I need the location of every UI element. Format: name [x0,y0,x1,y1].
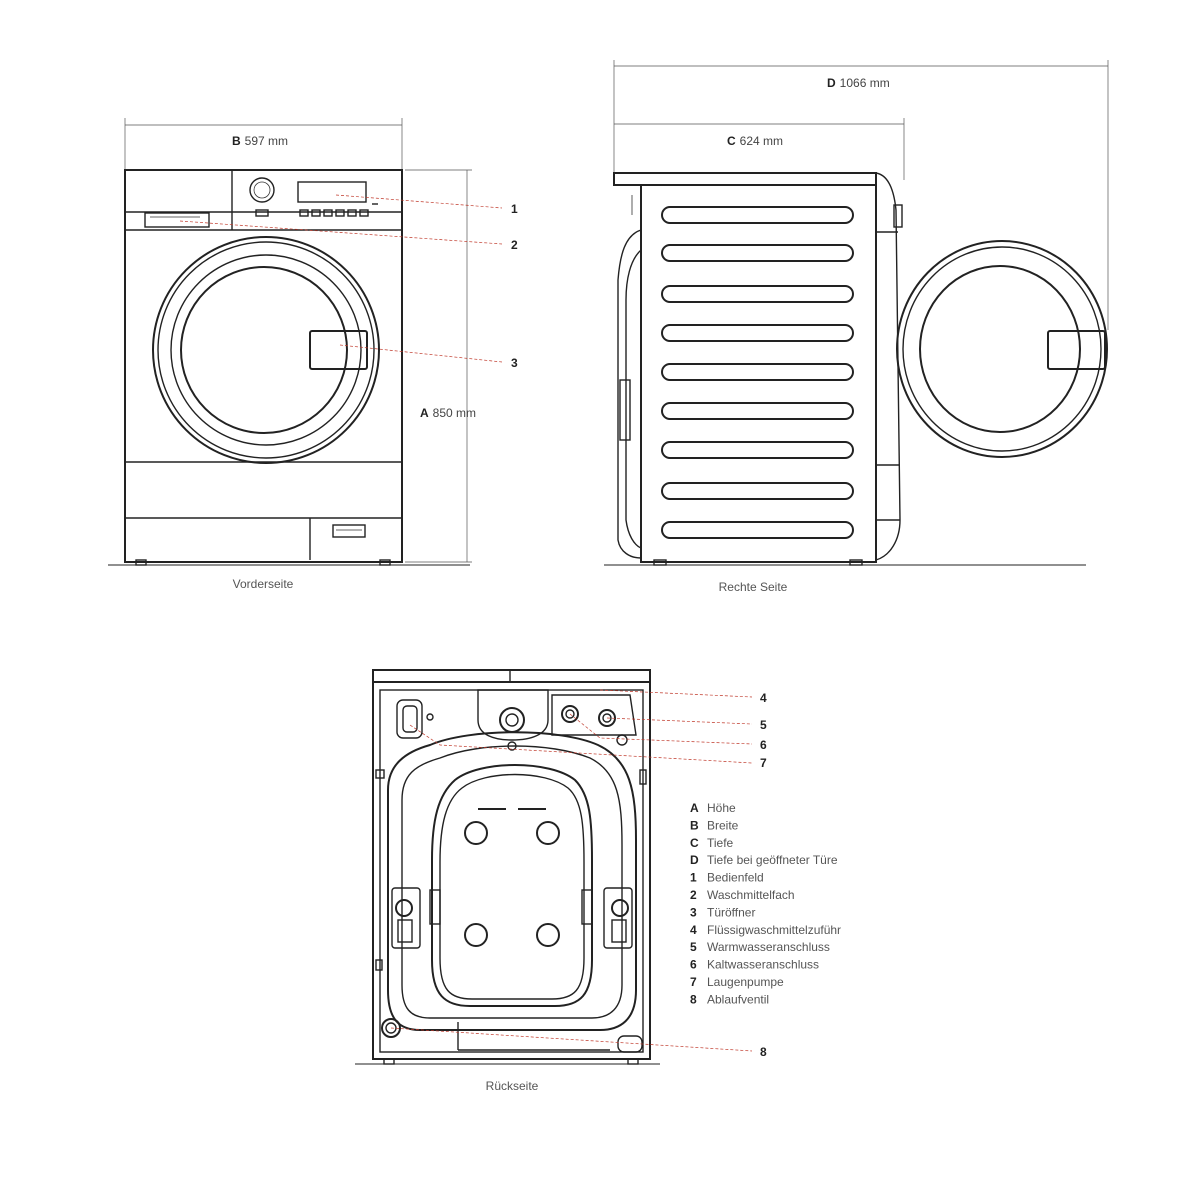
control-buttons [299,203,378,217]
legend-row: D Tiefe bei geöffneter Türe [690,853,838,867]
front-door [152,236,380,464]
callout-7: 7 [760,756,767,770]
detergent-drawer [144,212,210,228]
front-view-caption: Vorderseite [233,577,294,591]
side-view-caption: Rechte Seite [719,580,788,594]
service-flap [332,524,366,538]
legend-label: Ablaufventil [707,992,769,1006]
legend-label: Flüssigwaschmittelzuführ [707,923,841,937]
back-view-caption: Rückseite [486,1079,539,1093]
legend-key: 2 [690,888,697,902]
legend-row: 6 Kaltwasseranschluss [690,958,819,972]
legend-label: Breite [707,818,739,832]
legend-key: D [690,853,699,867]
callout-1: 1 [511,202,518,216]
legend-key: 4 [690,923,697,937]
legend-row: A Höhe [690,801,736,815]
side-view: D 1066 mm C 624 mm [604,60,1109,594]
legend-row: 2 Waschmittelfach [690,888,795,902]
dimension-width: B 597 mm [124,118,403,170]
legend-label: Höhe [707,801,736,815]
side-top-plate [613,172,877,186]
open-door-handle [1047,330,1106,370]
drain-valve-icon [381,1018,401,1038]
legend-key: B [690,818,699,832]
legend-key: 6 [690,958,697,972]
display-panel [297,181,367,203]
legend-row: 7 Laugenpumpe [690,975,784,989]
dimension-depth-open: D 1066 mm [613,60,1109,330]
legend-label: Tiefe [707,836,734,850]
legend-label: Laugenpumpe [707,975,784,989]
legend-row: 4 Flüssigwaschmittelzuführ [690,923,841,937]
front-cabinet [124,169,403,563]
legend-label: Tiefe bei geöffneter Türe [707,853,838,867]
dimension-width-value: 597 mm [245,134,288,148]
callout-5: 5 [760,718,767,732]
back-top-plate [372,669,651,683]
side-ribs [661,206,854,539]
back-cabinet [372,681,651,1060]
dimension-width-letter: B [232,134,241,148]
legend-row: B Breite [690,818,739,832]
legend-key: C [690,836,699,850]
door-handle [309,330,368,370]
legend-label: Türöffner [707,905,755,919]
dimension-height-letter: A [420,406,429,420]
callout-6: 6 [760,738,767,752]
left-mount [391,887,441,949]
dimension-depth-letter: C [727,134,736,148]
back-view: Rückseite 4 5 6 7 8 [355,669,767,1093]
hot-water-connector-icon [561,705,579,723]
legend-row: 8 Ablaufventil [690,992,769,1006]
legend-label: Warmwasseranschluss [707,940,830,954]
tub-outline [387,731,637,1031]
legend-key: 8 [690,992,697,1006]
legend-key: 3 [690,905,697,919]
callout-8: 8 [760,1045,767,1059]
legend-key: 7 [690,975,697,989]
open-door [896,240,1108,458]
legend-row: 5 Warmwasseranschluss [690,940,830,954]
callout-2: 2 [511,238,518,252]
legend-label: Kaltwasseranschluss [707,958,819,972]
legend-key: 5 [690,940,697,954]
legend-label: Waschmittelfach [707,888,795,902]
legend-row: 3 Türöffner [690,905,755,919]
program-knob-icon [249,177,275,203]
dimension-depth: C 624 mm [614,118,905,180]
dimension-depth-open-letter: D [827,76,836,90]
callout-4: 4 [760,691,767,705]
dimension-height: A 850 mm [405,169,476,563]
legend-row: 1 Bedienfeld [690,871,764,885]
dimension-depth-open-value: 1066 mm [840,76,890,90]
front-view: B 597 mm A 850 mm [108,118,518,591]
dimension-depth-value: 624 mm [740,134,783,148]
legend-row: C Tiefe [690,836,734,850]
back-panel-window [431,764,593,1007]
legend-label: Bedienfeld [707,871,764,885]
legend-key: A [690,801,699,815]
side-cabinet [640,184,877,563]
callout-3: 3 [511,356,518,370]
legend-key: 1 [690,871,697,885]
right-mount [581,887,633,949]
dimension-height-value: 850 mm [433,406,476,420]
